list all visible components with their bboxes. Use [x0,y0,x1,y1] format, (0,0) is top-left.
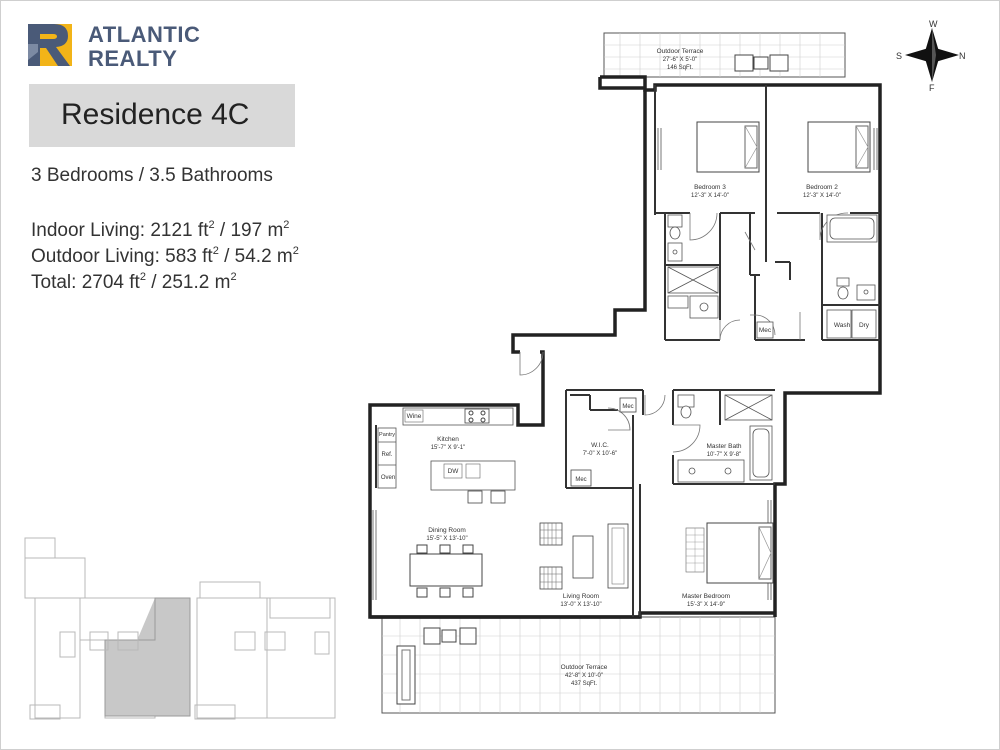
kitchen: Wine Pantry Ref. Oven DW Kitchen 15'-7" … [377,407,516,504]
oven-label: Oven [381,475,395,481]
walk-in-closet: Mec Mec W.I.C. 7'-0" X 10'-6" [570,397,637,487]
wash-label: Wash [834,322,851,329]
key-plan [24,537,336,720]
terrace-top-area: 146 SqFt. [667,65,693,71]
brand-line-1: ATLANTIC [88,22,201,47]
bedrooms-bathrooms: 3 Bedrooms / 3.5 Bathrooms [31,165,273,186]
bottom-terrace: Outdoor Terrace 42'-8" X 10'-0" 437 SqFt… [381,616,776,714]
compass-s: S [896,51,902,61]
compass-icon: W S N F [896,19,966,93]
mec-label-wic-bottom: Mec [575,477,586,483]
terrace-bottom-area: 437 SqFt. [571,681,597,687]
wic-dims: 7'-0" X 10'-6" [583,451,618,457]
logo-mark-icon [28,24,72,66]
kitchen-dims: 15'-7" X 9'-1" [431,445,466,451]
bedroom3-dims: 12'-3" X 14'-0" [691,193,729,199]
total-living: Total: 2704 ft2 / 251.2 m2 [31,271,237,293]
residence-title: Residence 4C [61,98,250,131]
brand-line-2: REALTY [88,46,178,71]
interior-walls [375,85,880,617]
mec-label-upper: Mec [759,327,772,334]
dry-label: Dry [859,322,870,329]
terrace-bottom-dims: 42'-8" X 10'-0" [565,673,603,679]
master-bath-name: Master Bath [706,443,741,450]
living-room: Living Room 13'-0" X 13'-10" [539,522,629,608]
ref-label: Ref. [381,452,392,458]
compass-f: F [929,83,935,93]
master-bedroom: Master Bedroom 15'-3" X 14'-9" [682,522,774,608]
master-bedroom-name: Master Bedroom [682,593,730,600]
wine-label: Wine [407,413,422,420]
master-bath [677,394,773,483]
mec-label-wic-top: Mec [622,404,633,410]
dw-label: DW [448,468,460,475]
title-box: Residence 4C [29,84,295,147]
atlantic-realty-logo: ATLANTIC REALTY [28,22,228,70]
dining-room: Dining Room 15'-5" X 13'-10" [409,527,483,598]
kitchen-name: Kitchen [437,436,459,443]
pantry-label: Pantry [379,432,395,438]
outdoor-living: Outdoor Living: 583 ft2 / 54.2 m2 [31,245,299,267]
bedroom2-name: Bedroom 2 [806,184,838,191]
upper-bath-fixtures [667,214,878,339]
terrace-top-name: Outdoor Terrace [657,48,704,55]
living-dims: 13'-0" X 13'-10" [560,602,601,608]
bedroom2-dims: 12'-3" X 14'-0" [803,193,841,199]
compass-w: W [929,19,938,29]
dining-dims: 15'-5" X 13'-10" [426,536,467,542]
master-bath-dims: 10'-7" X 9'-8" [707,452,742,458]
wic-name: W.I.C. [591,442,609,449]
indoor-living: Indoor Living: 2121 ft2 / 197 m2 [31,219,290,241]
bedroom-2: Bedroom 2 12'-3" X 14'-0" [803,121,871,199]
terrace-bottom-name: Outdoor Terrace [561,664,608,671]
living-name: Living Room [563,593,599,600]
terrace-top-dims: 27'-6" X 5'-0" [663,57,698,63]
bedroom-3: Bedroom 3 12'-3" X 14'-0" [691,121,760,199]
master-bedroom-dims: 15'-3" X 14'-9" [687,602,725,608]
top-terrace: Outdoor Terrace 27'-6" X 5'-0" 146 SqFt. [603,32,846,78]
bedroom3-name: Bedroom 3 [694,184,726,191]
dining-name: Dining Room [428,527,466,534]
compass-n: N [959,51,966,61]
